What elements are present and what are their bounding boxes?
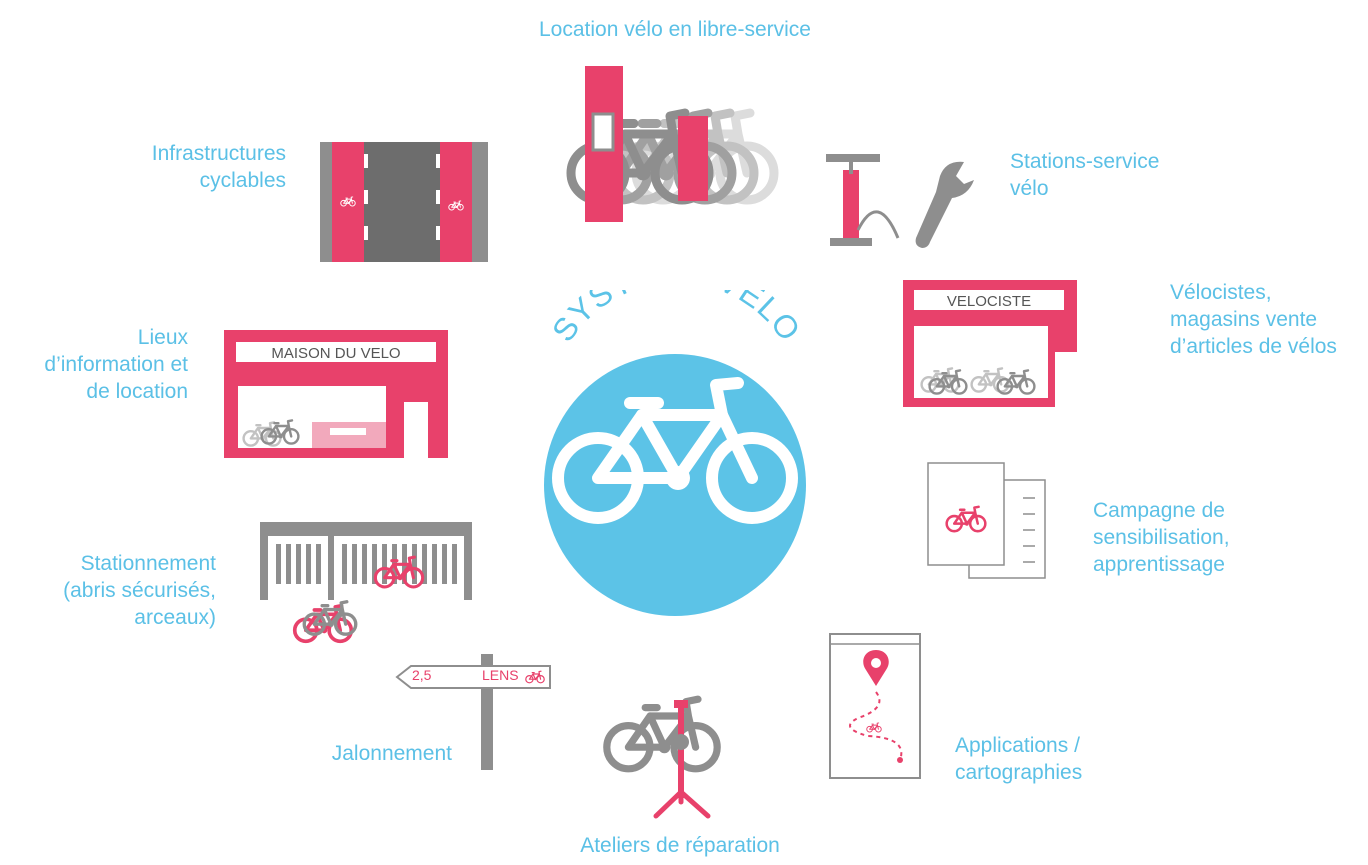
shop-icon (903, 280, 1077, 408)
label-jalonnement: Jalonnement (331, 742, 452, 765)
sign-distance: 2,5 (412, 667, 432, 683)
label-velocistes: Vélocistes, magasins vente d’articles de… (1170, 281, 1337, 358)
label-campagne: Campagne de sensibilisation, apprentissa… (1093, 499, 1230, 576)
signpost-icon (395, 654, 551, 770)
label-infrastructures: Infrastructures cyclables (151, 142, 286, 192)
label-lieux: Lieux d’information et de location (44, 326, 188, 403)
documents-icon (927, 462, 1046, 579)
center-title: SYSTEME VELO (545, 290, 807, 348)
bicycle-icon (552, 377, 798, 524)
label-location: Location vélo en libre-service (539, 18, 811, 41)
bike-lane-icon (320, 142, 488, 262)
pump-wrench-icon (826, 154, 974, 248)
maison-sign: MAISON DU VELO (271, 345, 401, 362)
label-ateliers: Ateliers de réparation (580, 834, 780, 857)
bike-shelter-icon (260, 522, 472, 644)
bike-sharing-icon (560, 66, 800, 222)
label-stations: Stations-service vélo (1010, 150, 1160, 200)
label-applications: Applications / cartographies (955, 734, 1083, 784)
map-app-icon (829, 633, 921, 779)
systeme-velo-circle: SYSTEME VELO (544, 290, 808, 616)
svg-text:SYSTEME VELO: SYSTEME VELO (545, 290, 808, 348)
sign-destination: LENS (482, 667, 519, 683)
repair-stand-icon (600, 680, 740, 819)
house-icon (224, 330, 448, 458)
label-stationnement: Stationnement (abris sécurisés, arceaux) (63, 552, 216, 629)
velociste-sign: VELOCISTE (946, 293, 1032, 310)
